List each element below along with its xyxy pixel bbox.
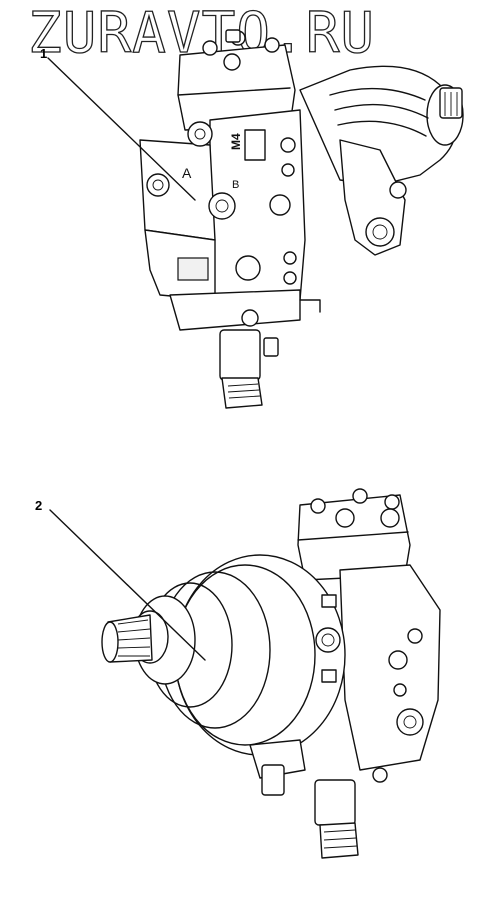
motor-upper-view: A B M4 [139, 29, 464, 409]
callout-2-label: 2 [35, 498, 42, 513]
motor-lower-view [101, 488, 441, 859]
callout-1-label: 1 [40, 46, 47, 61]
port-b-fitting [208, 192, 236, 220]
port-m4-label: M4 [229, 133, 243, 150]
callout-2-leader [49, 509, 206, 661]
connector-lower [319, 822, 359, 859]
port-fitting-lower [396, 708, 424, 736]
port-a-label: A [182, 165, 192, 181]
control-block-lower [339, 564, 441, 771]
solenoid-lower [314, 779, 356, 826]
arm-bolt-upper [365, 217, 395, 247]
callout-1-leader [47, 57, 196, 201]
connector-upper [221, 377, 263, 409]
bolt-4 [223, 53, 241, 71]
port-b-label: B [232, 179, 239, 191]
solenoid-upper [219, 329, 261, 381]
bolt-3 [264, 37, 280, 53]
bolt-1 [202, 40, 218, 56]
